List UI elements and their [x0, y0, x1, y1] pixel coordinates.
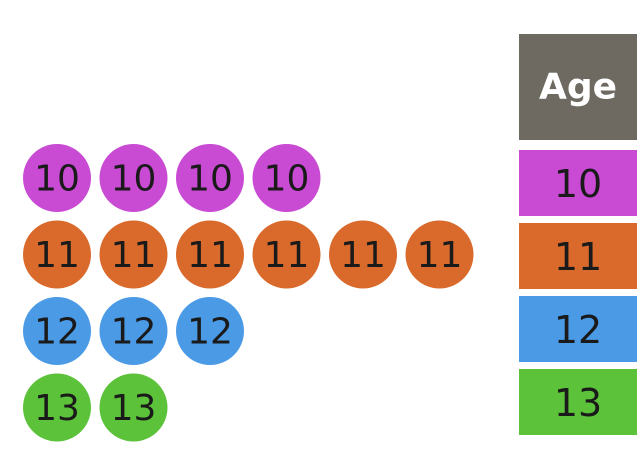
dot-11 [329, 220, 397, 289]
legend-label-12: 12 [554, 308, 602, 352]
dot-11 [405, 220, 474, 289]
dot-label-11: 11 [264, 235, 310, 276]
dots-layer: 10 10 10 10 11 11 11 11 11 11 12 12 12 13 13 [23, 144, 474, 442]
legend-swatch-13 [519, 369, 637, 435]
dot-11 [252, 220, 321, 289]
dot-label-12: 12 [187, 312, 233, 353]
dot-label-11: 11 [34, 235, 80, 276]
dot-10 [252, 144, 321, 212]
legend-header-box [519, 34, 637, 140]
legend: Age 10 11 12 13 [519, 34, 637, 435]
dot-13 [23, 373, 91, 442]
dot-label-11: 11 [187, 235, 233, 276]
dot-12 [23, 297, 91, 365]
dot-label-12: 12 [34, 312, 80, 353]
dot-10 [176, 144, 244, 212]
dot-label-10: 10 [111, 159, 157, 200]
dot-label-11: 11 [417, 235, 463, 276]
dot-label-11: 11 [111, 235, 157, 276]
legend-label-11: 11 [554, 235, 602, 279]
dot-label-11: 11 [340, 235, 386, 276]
dot-11 [99, 220, 168, 289]
legend-swatch-12 [519, 296, 637, 362]
dot-13 [99, 373, 168, 442]
dot-12 [99, 297, 168, 365]
dot-label-10: 10 [264, 159, 310, 200]
legend-swatch-10 [519, 150, 637, 216]
dot-label-13: 13 [34, 388, 80, 429]
legend-swatch-11 [519, 223, 637, 289]
dot-10 [23, 144, 91, 212]
legend-label-10: 10 [554, 162, 602, 206]
dot-11 [23, 220, 91, 289]
dot-label-13: 13 [111, 388, 157, 429]
dot-12 [176, 297, 244, 365]
legend-label-13: 13 [554, 381, 602, 425]
legend-title: Age [539, 67, 617, 108]
dot-11 [176, 220, 244, 289]
dot-10 [99, 144, 168, 212]
dot-label-10: 10 [34, 159, 80, 200]
dot-label-10: 10 [187, 159, 233, 200]
dot-label-12: 12 [111, 312, 157, 353]
